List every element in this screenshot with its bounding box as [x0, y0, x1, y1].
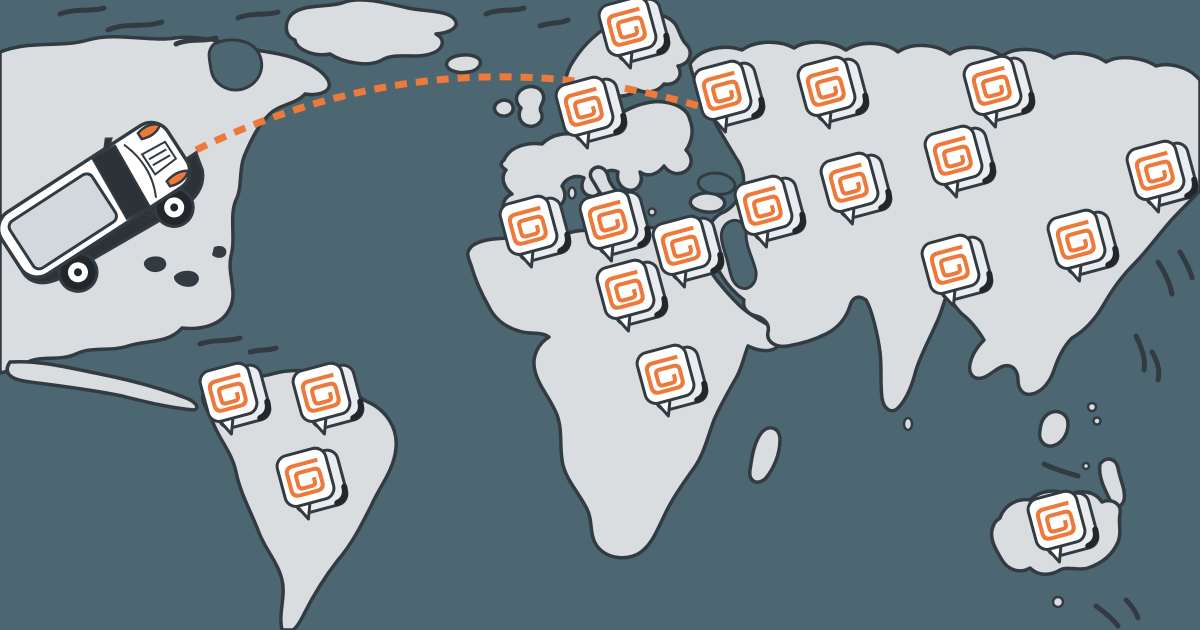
japan [1155, 259, 1175, 297]
sardinia [567, 186, 577, 200]
region-central-america [5, 359, 199, 412]
van-grille [140, 140, 178, 176]
great-lakes [143, 245, 227, 287]
crete [647, 207, 657, 217]
small-islands [57, 5, 1195, 629]
van-hood-line [123, 143, 158, 198]
new-zealand [1093, 603, 1121, 629]
island-madagascar [748, 426, 782, 484]
island-iceland [444, 53, 483, 75]
van-windshield [90, 144, 152, 221]
island-new-guinea [1097, 457, 1127, 508]
tasmania [1051, 595, 1065, 609]
van-headlight-right [165, 169, 191, 188]
van-grille-slats [148, 148, 171, 167]
inland-seas [143, 38, 758, 290]
hudson-bay [207, 38, 264, 92]
island-borneo [1037, 409, 1070, 448]
black-sea [696, 171, 737, 196]
van-headlight-left [136, 123, 162, 141]
van-roof-panel [7, 172, 118, 271]
continent-greenland [284, 0, 458, 66]
island-ireland [492, 98, 515, 118]
island-great-britain [514, 84, 546, 129]
van-mirror-left [103, 137, 113, 149]
caribbean-islands [197, 335, 243, 347]
sri-lanka [902, 416, 914, 432]
java [1041, 461, 1081, 479]
van-mirror-right [140, 208, 156, 218]
philippines [1133, 333, 1147, 373]
delivery-van [0, 120, 205, 293]
